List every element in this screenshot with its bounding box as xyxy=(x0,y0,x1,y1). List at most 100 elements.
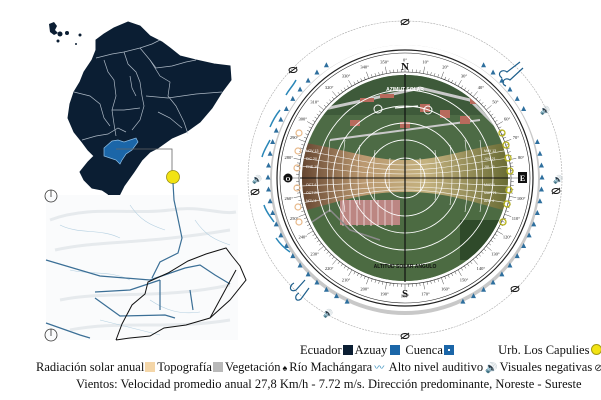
svg-text:MAR 4: MAR 4 xyxy=(484,183,495,187)
svg-text:200°: 200° xyxy=(360,286,369,291)
svg-text:20°: 20° xyxy=(442,65,449,70)
ecuador-mainland xyxy=(67,21,232,201)
legend-line-2: Radiación solar anual Topografía Vegetació… xyxy=(36,360,601,376)
cuenca-city-map xyxy=(44,182,247,342)
negative-visual-icon: ⊘ xyxy=(594,363,601,374)
svg-text:260°: 260° xyxy=(285,196,294,201)
leader-line xyxy=(116,148,173,176)
speaker-icon: 🔊 xyxy=(485,363,498,374)
radiacion-swatch xyxy=(145,362,156,372)
ecuador-map xyxy=(49,21,232,201)
svg-text:70°: 70° xyxy=(513,135,520,140)
legend-radiacion-label: Radiación solar anual xyxy=(36,360,145,374)
svg-text:OCT 4: OCT 4 xyxy=(306,183,316,187)
right-radiation-markers xyxy=(498,129,514,226)
svg-text:80°: 80° xyxy=(518,155,525,160)
svg-text:40°: 40° xyxy=(478,85,485,90)
svg-text:OCT 20: OCT 20 xyxy=(306,191,318,195)
svg-text:120°: 120° xyxy=(503,235,512,240)
svg-text:330°: 330° xyxy=(342,73,351,78)
svg-text:140°: 140° xyxy=(477,266,486,271)
loud-noise-icon: 🔊 🔊 🔊 🔊 xyxy=(252,105,563,318)
svg-text:E: E xyxy=(520,174,525,183)
legend-rio-label: Río Machángara xyxy=(289,360,373,374)
outer-dashed-circle xyxy=(247,20,563,336)
svg-text:350°: 350° xyxy=(380,59,389,64)
wind-icon xyxy=(289,279,310,301)
svg-text:320°: 320° xyxy=(325,85,334,90)
wind-icon xyxy=(498,61,524,87)
topografia-swatch xyxy=(212,362,223,372)
svg-text:220°: 220° xyxy=(325,266,334,271)
negative-visual-icon xyxy=(250,18,561,340)
south-cardinal: S xyxy=(402,288,408,300)
svg-text:JUN 21: JUN 21 xyxy=(484,157,496,161)
north-symbol-1 xyxy=(44,189,58,203)
svg-text:ABR 4: ABR 4 xyxy=(484,199,494,203)
tree-icon: ♠ xyxy=(282,363,288,373)
degree-ticks xyxy=(292,65,518,291)
cuenca-swatch xyxy=(443,345,454,355)
svg-text:150°: 150° xyxy=(460,278,469,283)
svg-text:340°: 340° xyxy=(360,65,369,70)
svg-text:NOV 13: NOV 13 xyxy=(306,149,319,153)
svg-text:100°: 100° xyxy=(517,196,526,201)
svg-text:MAY 13: MAY 13 xyxy=(484,149,496,153)
svg-text:130°: 130° xyxy=(491,251,500,256)
svg-text:O: O xyxy=(286,177,291,183)
svg-text:🔊: 🔊 xyxy=(252,174,262,184)
legend-urb-label: Urb. Los Capulies xyxy=(498,343,590,357)
river-symbols xyxy=(261,79,297,253)
altitud-solar-label: ALTITUD SOLAR ANGULO xyxy=(374,264,437,270)
svg-text:230°: 230° xyxy=(310,251,319,256)
svg-text:300°: 300° xyxy=(299,117,308,122)
svg-text:🔊: 🔊 xyxy=(540,105,550,115)
svg-text:190°: 190° xyxy=(380,292,389,297)
province-boundaries xyxy=(73,39,223,141)
svg-text:JUL 21: JUL 21 xyxy=(484,165,495,169)
vegetation-trees xyxy=(265,62,545,304)
west-cardinal: O xyxy=(283,173,293,183)
svg-text:30°: 30° xyxy=(461,73,468,78)
legend-cuenca-label: Cuenca xyxy=(405,343,443,357)
svg-text:🔊: 🔊 xyxy=(553,174,563,184)
svg-text:280°: 280° xyxy=(285,155,294,160)
wind-description: Vientos: Velocidad promedio anual 27,8 K… xyxy=(76,377,582,391)
svg-text:NOV 6: NOV 6 xyxy=(306,199,317,203)
svg-text:🔊: 🔊 xyxy=(323,308,333,318)
azuay-province xyxy=(103,137,139,165)
left-radiation-markers xyxy=(293,129,303,226)
east-cardinal: E xyxy=(518,172,527,183)
legend-alto-label: Alto nivel auditivo xyxy=(388,360,484,374)
svg-text:ENE 19: ENE 19 xyxy=(306,165,318,169)
north-cardinal: N xyxy=(401,61,409,73)
svg-text:10°: 10° xyxy=(422,59,429,64)
legend-vegetacion-label: Vegetación xyxy=(224,360,281,374)
svg-text:MAR 21: MAR 21 xyxy=(484,191,497,195)
legend-topografia-label: Topografía xyxy=(157,360,212,374)
legend-line-3: Vientos: Velocidad promedio anual 27,8 K… xyxy=(76,377,582,391)
svg-text:110°: 110° xyxy=(512,216,521,221)
svg-text:310°: 310° xyxy=(310,100,319,105)
svg-text:50°: 50° xyxy=(492,100,499,105)
svg-text:0°: 0° xyxy=(403,58,407,63)
los-capulies-marker xyxy=(166,170,180,184)
svg-text:60°: 60° xyxy=(504,117,511,122)
sun-icon xyxy=(373,104,433,115)
legend-azuay-label: Azuay xyxy=(354,343,388,357)
urb-marker-swatch xyxy=(591,344,601,355)
svg-text:210°: 210° xyxy=(342,278,351,283)
machangara-river xyxy=(45,182,231,339)
ecuador-swatch xyxy=(342,345,353,355)
ring-road xyxy=(115,247,247,341)
galapagos-islands xyxy=(49,22,82,45)
river-icon: 〰 xyxy=(374,363,385,374)
azuay-swatch xyxy=(390,345,401,355)
north-symbol-2 xyxy=(44,328,58,342)
legend-visuales-label: Visuales negativas xyxy=(499,360,593,374)
svg-text:180°: 180° xyxy=(401,294,410,299)
